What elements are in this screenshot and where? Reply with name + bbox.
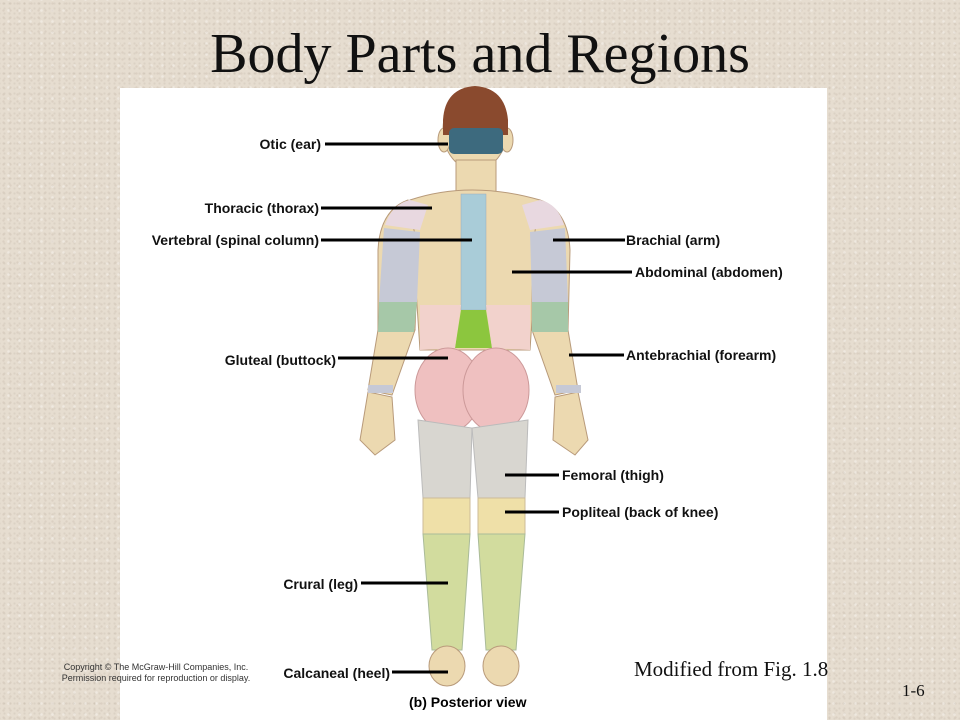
right-heel (482, 645, 520, 687)
left-hand (359, 391, 396, 456)
left-crural-region (422, 533, 471, 651)
modified-note: Modified from Fig. 1.8 (634, 657, 829, 681)
right-brachial-region (530, 228, 568, 302)
right-popliteal-region (477, 497, 526, 535)
left-thigh-region (417, 419, 473, 499)
right-gluteal-region (462, 347, 530, 433)
neck (455, 159, 497, 196)
left-heel (428, 645, 466, 687)
label-gluteal: Gluteal (buttock) (224, 352, 336, 368)
vertebral-region (460, 193, 487, 311)
label-otic: Otic (ear) (259, 136, 321, 152)
hair (443, 86, 508, 135)
copyright-notice: Copyright © The McGraw-Hill Companies, I… (61, 662, 251, 683)
lumbar-region (455, 310, 492, 348)
label-brachial: Brachial (arm) (626, 232, 721, 248)
label-thoracic: Thoracic (thorax) (204, 200, 319, 216)
label-popliteal: Popliteal (back of knee) (562, 504, 719, 520)
label-crural: Crural (leg) (283, 576, 358, 592)
left-elbow-region (378, 302, 417, 332)
right-thigh-region (471, 419, 529, 499)
label-calcaneal: Calcaneal (heel) (283, 665, 390, 681)
lower-back-region-right (486, 305, 530, 350)
right-crural-region (477, 533, 526, 651)
right-elbow-region (532, 302, 568, 332)
left-brachial-region (379, 228, 420, 302)
label-femoral: Femoral (thigh) (562, 467, 664, 483)
left-popliteal-region (422, 497, 471, 535)
right-hand (552, 391, 589, 456)
leader-lines (321, 142, 632, 674)
label-abdominal: Abdominal (abdomen) (635, 264, 783, 280)
figure-caption: (b) Posterior view (409, 694, 527, 710)
otic-region (449, 128, 503, 154)
left-wrist (368, 385, 393, 393)
label-vertebral: Vertebral (spinal column) (151, 232, 319, 248)
label-antebrachial: Antebrachial (forearm) (626, 347, 777, 363)
lower-back-region (420, 305, 461, 350)
right-wrist (556, 385, 581, 393)
right-shoulder-region (522, 200, 564, 230)
slide-title: Body Parts and Regions (210, 23, 750, 85)
page-number: 1-6 (902, 681, 925, 700)
